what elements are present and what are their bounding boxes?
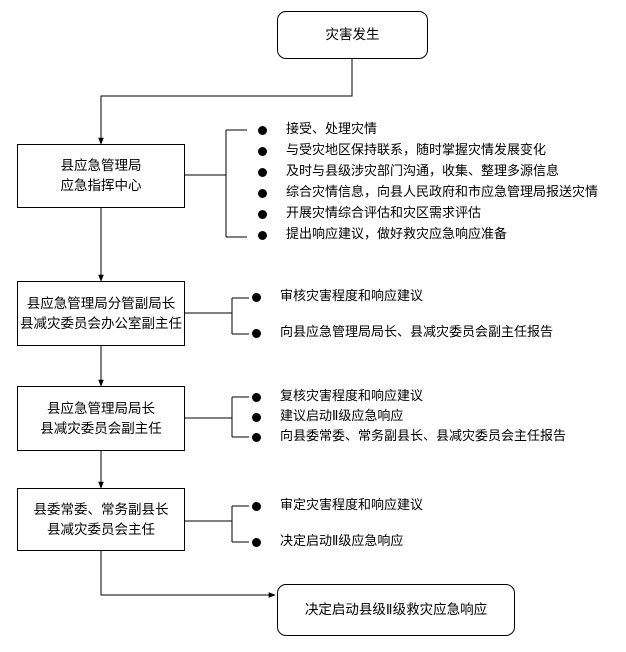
step-1-action-1: 接受、处理灾情 [286,122,378,137]
bullet-icon [252,433,261,442]
step-2-line-2: 县减灾委员会办公室副主任 [20,315,182,332]
step-3-line-2: 县减灾委员会副主任 [40,420,162,437]
bullet-icon [252,538,261,547]
bullet-icon [258,147,267,156]
step-1-action-3: 及时与县级涉灾部门沟通，收集、整理多源信息 [286,164,560,179]
step-1-action-6: 提出响应建议，做好救灾应急响应准备 [286,227,508,242]
bullet-icon [252,413,261,422]
step-3-box: 县应急管理局局长 县减灾委员会副主任 [17,386,185,451]
bullet-icon [258,231,267,240]
step-4-action-2: 决定启动Ⅱ级应急响应 [280,534,404,549]
bullet-icon [252,293,261,302]
bracket-step-2 [185,297,249,335]
bullet-icon [258,168,267,177]
step-4-line-2: 县减灾委员会主任 [47,521,155,538]
step-1-line-2: 应急指挥中心 [60,178,142,194]
step-2-box: 县应急管理局分管副局长 县减灾委员会办公室副主任 [17,281,185,346]
step-3-line-1: 县应急管理局局长 [47,400,155,417]
bullet-icon [252,502,261,511]
step-4-action-1: 审定灾害程度和响应建议 [280,498,424,513]
step-1-action-4: 综合灾情信息，向县人民政府和市应急管理局报送灾情 [286,185,599,200]
bracket-step-1 [185,129,247,238]
step-1-action-2: 与受灾地区保持联系，随时掌握灾情发展变化 [286,143,547,158]
bracket-step-3 [185,396,249,438]
step-3-action-1: 复核灾害程度和响应建议 [280,389,424,404]
bracket-step-4 [185,505,249,543]
step-4-box: 县委常委、常务副县长 县减灾委员会主任 [17,488,185,551]
end-label: 决定启动县级Ⅱ级救灾应急响应 [304,602,488,618]
end-node: 决定启动县级Ⅱ级救灾应急响应 [277,584,515,636]
arrow-step-4-to-end [100,551,276,598]
bullet-icon [258,189,267,198]
step-1-box: 县应急管理局 应急指挥中心 [17,144,185,208]
arrow-start-to-step-1 [98,59,353,145]
step-2-line-1: 县应急管理局分管副局长 [26,295,176,312]
step-3-action-2: 建议启动Ⅱ级应急响应 [280,409,404,424]
start-node: 灾害发生 [277,11,428,59]
step-1-action-5: 开展灾情综合评估和灾区需求评估 [286,206,482,221]
bullet-icon [252,329,261,338]
step-4-line-1: 县委常委、常务副县长 [33,501,169,518]
bullet-icon [258,210,267,219]
step-3-action-3: 向县委常委、常务副县长、县减灾委员会主任报告 [280,429,567,444]
step-2-action-1: 审核灾害程度和响应建议 [280,289,424,304]
bullet-icon [252,393,261,402]
start-label: 灾害发生 [325,27,380,43]
bullet-icon [258,126,267,135]
step-2-action-2: 向县应急管理局局长、县减灾委员会副主任报告 [280,325,554,340]
step-1-line-1: 县应急管理局 [60,158,142,174]
